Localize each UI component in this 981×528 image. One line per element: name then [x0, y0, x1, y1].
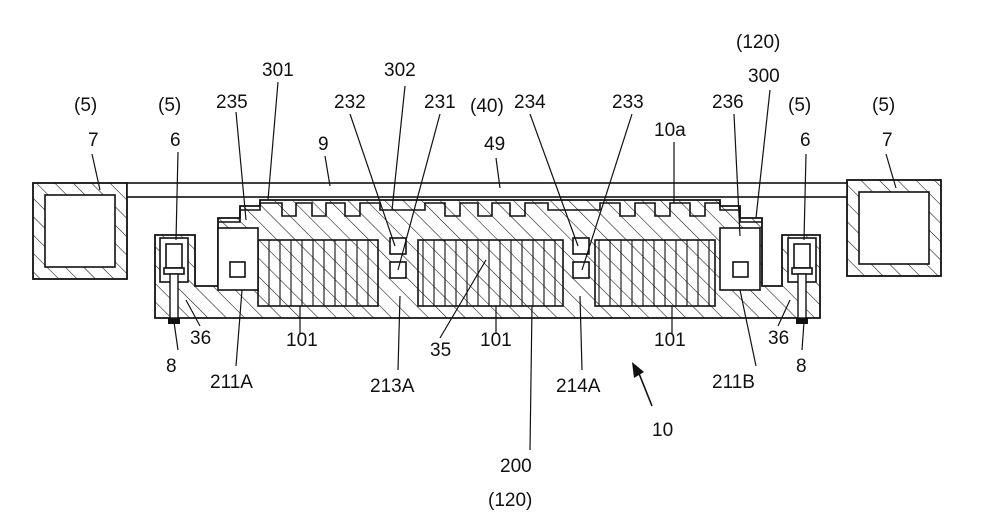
cell-block-middle [418, 240, 563, 306]
label-300: 300 [748, 66, 780, 87]
frame-right [847, 180, 941, 276]
label-120-bottom: (120) [488, 490, 532, 511]
label-234: 234 [514, 92, 546, 113]
pocket-right [720, 228, 760, 290]
label-120-top: (120) [736, 32, 780, 53]
label-301: 301 [262, 60, 294, 81]
label-6-left: 6 [170, 130, 181, 151]
label-200: 200 [500, 456, 532, 477]
label-5-right-inner: (5) [788, 95, 811, 116]
arrow-10 [632, 362, 652, 406]
label-233: 233 [612, 92, 644, 113]
label-36-left: 36 [190, 328, 211, 349]
label-10: 10 [652, 420, 673, 441]
label-7-left: 7 [88, 130, 99, 151]
label-231: 231 [424, 92, 456, 113]
label-35: 35 [430, 340, 451, 361]
label-10a: 10a [654, 120, 686, 141]
label-213A: 213A [370, 376, 415, 397]
label-211B: 211B [712, 372, 755, 393]
pocket-left [218, 228, 258, 290]
label-8-left: 8 [166, 356, 177, 377]
frame-left [33, 183, 127, 279]
cell-block-right [595, 240, 715, 306]
cell-block-left [258, 240, 378, 306]
label-101-right: 101 [654, 330, 686, 351]
label-214A: 214A [556, 376, 601, 397]
label-36-right: 36 [768, 328, 789, 349]
label-101-left: 101 [286, 330, 318, 351]
label-235: 235 [216, 92, 248, 113]
label-7-right: 7 [882, 130, 893, 151]
label-236: 236 [712, 92, 744, 113]
bar-9 [127, 183, 847, 197]
label-6-right: 6 [800, 130, 811, 151]
label-5-right-outer: (5) [872, 95, 895, 116]
label-302: 302 [384, 60, 416, 81]
label-232: 232 [334, 92, 366, 113]
label-49: 49 [484, 134, 505, 155]
label-101-mid: 101 [480, 330, 512, 351]
label-211A: 211A [210, 372, 253, 393]
label-5-left-outer: (5) [74, 95, 97, 116]
label-9: 9 [318, 134, 329, 155]
label-8-right: 8 [796, 356, 807, 377]
label-40: (40) [470, 96, 504, 117]
label-5-left-inner: (5) [158, 95, 181, 116]
